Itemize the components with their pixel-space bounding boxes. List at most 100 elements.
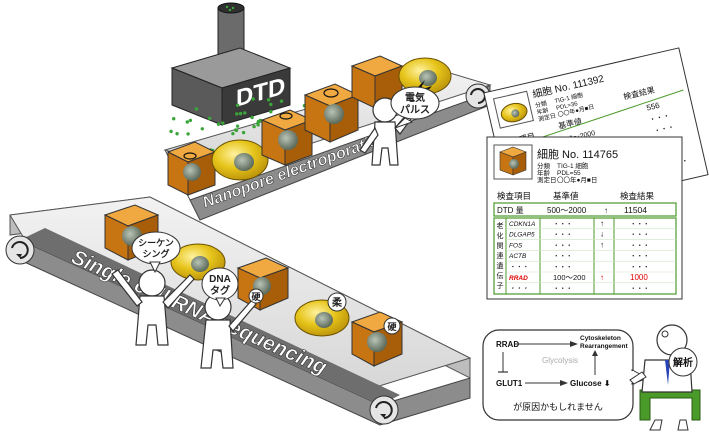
pathway-cyto: Cytoskeleton [580,335,621,342]
dtd-particle [241,130,246,135]
analysis-label: 解析 [673,356,693,369]
dtd-particle [216,122,221,126]
dtd-particle [235,103,240,108]
side-label-char: 遺 [497,261,504,270]
hard-badge-label: 硬 [387,322,397,332]
dtd-particle [234,128,238,132]
gene-ref: ・・・ [553,264,573,271]
gene-name: FOS [509,242,523,249]
pathway-glut1: GLUT1 [496,379,523,388]
dtd-particle [231,131,235,136]
side-label-char: 伝 [497,271,504,280]
dtd-particle [188,118,193,123]
card-front-col-item: 検査項目 [497,191,531,201]
rotation-arrow-icon [11,241,29,259]
gene-value: ・・・ [630,286,650,293]
card-back-date: 測定日 [537,111,556,123]
tag-bubble: DNA タグ [201,267,239,308]
card-back-dots: ・・・ [653,124,675,136]
dtd-particle [235,124,240,128]
seq-label-2: シング [142,248,169,259]
stiff-cell-cube [236,257,290,311]
bottom-conveyor-belt: Single cell RNA sequencing [5,196,472,426]
card-front-date: 測定日 [537,175,557,184]
pathway-rrad: RRAD [496,340,519,349]
gene-name: ・・・ [509,286,529,293]
stiff-cell-cube-icon [499,146,527,176]
gene-name: ・・・ [509,264,529,271]
dtd-particle [238,111,243,116]
gene-ref: ・・・ [553,286,573,293]
gene-value: ・・・ [630,264,650,271]
card-back-row1-val: 556 [646,101,662,113]
hard-badge: 硬 [383,317,401,335]
pathway-caption: が原因かもしれません [513,401,603,412]
hard-badge-label: 硬 [251,292,261,302]
dtd-particle [279,99,284,103]
hard-badge: 硬 [248,288,264,304]
pulse-bubble: 電気 パルス [390,86,440,129]
stiff-cell-cube [303,83,360,143]
gene-value: 1000 [630,273,648,282]
pathway-glucose: Glucose ⬇ [570,379,611,388]
up-arrow-icon: ↑ [600,273,604,282]
card-front-dtd-val: 11504 [624,205,647,215]
seq-bubble: シーケン シング [131,231,181,274]
dtd-particle [172,117,176,121]
gene-ref: ・・・ [553,232,573,239]
figure-analyst [629,324,701,431]
dtd-particle [221,121,225,125]
pathway-cyto-2: Rearrangement [580,343,629,350]
gene-value: ・・・ [630,242,650,249]
seq-label-1: シーケン [138,238,174,248]
rotation-arrow-icon [375,401,393,419]
card-front-date-val: 〇〇年●月■日 [557,175,597,184]
rotation-arrow-icon [470,88,486,104]
card-back-age-val: PDL=36 [556,101,579,112]
dtd-particle [269,102,273,107]
figure-tag [200,293,257,369]
card-back-age: 年齢 [536,106,550,116]
gene-ref: ・・・ [553,253,573,260]
gene-name: DLGAP5 [509,232,535,239]
card-front-age-val: PDL=55 [557,170,581,177]
gene-name: RRAD [509,275,528,282]
dtd-particle [258,118,263,123]
down-arrow-icon: ↓ [600,230,604,239]
dtd-particle [194,107,199,111]
dtd-particle [252,124,256,129]
top-belt-cells [166,55,452,196]
dtd-particle [175,132,179,136]
result-card-front: 細胞 No. 114765 分類 TIG-1 細胞 年齢 PDL=55 測定日 … [486,136,683,300]
dtd-machine: DTD [170,2,292,126]
gene-ref: 100〜200 [553,273,586,282]
up-arrow-icon: ↑ [604,206,608,215]
gene-ref: ・・・ [553,221,573,228]
side-label-char: 子 [497,282,504,290]
dtd-particle [185,120,189,124]
tag-label-2: タグ [210,284,230,297]
soft-badge: 柔 [327,292,347,312]
dtd-particle [235,112,239,116]
card-front-age: 年齢 [537,168,551,177]
card-front-type-val: TIG-1 細胞 [557,161,589,170]
pathway-bubble: RRAD Cytoskeleton Rearrangement Glycolys… [482,329,650,421]
card-front-dtd-label: DTD 量 [497,206,524,215]
dtd-particle [169,129,173,134]
analysis-badge: 解析 [668,347,698,377]
dtd-particle [251,97,255,101]
dtd-particle [243,111,247,115]
soft-cell-dome [211,139,269,181]
stiff-cell-cube [260,109,314,166]
dtd-particle [266,98,271,102]
soft-badge-label: 柔 [331,297,343,309]
card-back-dots: ・・・ [649,113,671,125]
dtd-particle [186,132,190,136]
card-front-type: 分類 [537,161,551,170]
dtd-particle [200,127,204,131]
card-front-col-ref: 基準値 [553,191,579,201]
card-front-title: 細胞 No. 114765 [537,148,618,161]
dtd-particle [256,123,260,127]
side-label-char: 化 [497,231,504,240]
